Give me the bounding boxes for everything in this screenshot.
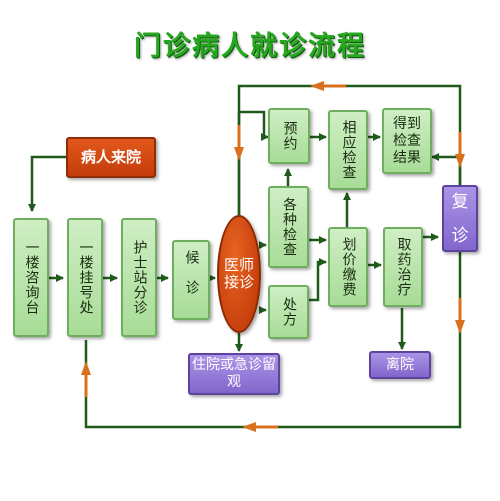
results-box: 得到检查结果 (382, 108, 432, 174)
loop-arrow-bottom-left (242, 422, 256, 432)
prescription-label: 处方 (281, 297, 297, 327)
connector-return-to-results (431, 153, 462, 185)
pricing-box: 划价缴费 (328, 227, 368, 307)
admit-box: 住院或急诊留观 (188, 353, 280, 395)
loop-arrow-top-down-right (455, 154, 465, 168)
medicine-box: 取药治疗 (383, 227, 423, 307)
info-desk-box: 一楼咨询台 (13, 218, 49, 337)
registration-label: 一楼挂号处 (77, 240, 94, 315)
exams-box: 各种检查 (268, 186, 309, 268)
appointment-box: 预约 (268, 108, 310, 164)
waiting-label: 候诊 (183, 250, 200, 310)
arrival-box: 病人来院 (66, 137, 156, 178)
doctor-oval: 医师接诊 (217, 215, 261, 333)
loop-arrow-top-down-left (234, 147, 244, 161)
doctor-label: 医师接诊 (223, 256, 254, 291)
exam-type-box: 相应检查 (328, 110, 368, 190)
nurse-triage-label: 护士站分诊 (131, 240, 148, 315)
prescription-box: 处方 (268, 285, 309, 339)
loop-arrow-bottom-down-right (455, 320, 465, 334)
nurse-triage-box: 护士站分诊 (121, 218, 157, 337)
results-label: 得到检查结果 (393, 115, 421, 166)
connector-arrival-to-desk (28, 155, 66, 212)
pricing-label: 划价缴费 (340, 237, 357, 297)
connector-prescription-to-pricing (309, 258, 327, 302)
admit-label: 住院或急诊留观 (192, 357, 276, 390)
exam-type-label: 相应检查 (340, 120, 357, 180)
leave-box: 离院 (369, 351, 431, 379)
return-visit-box: 复诊 (442, 185, 478, 252)
registration-box: 一楼挂号处 (67, 218, 103, 337)
page-title: 门诊病人就诊流程 (134, 31, 366, 62)
return-visit-label: 复诊 (451, 191, 469, 246)
arrival-label: 病人来院 (80, 148, 141, 166)
leave-label: 离院 (386, 356, 414, 373)
exams-label: 各种检查 (281, 197, 297, 257)
waiting-box: 候诊 (172, 240, 210, 320)
loop-arrow-bottom-up-left (81, 361, 91, 375)
loop-arrow-top-left (310, 81, 324, 91)
connector-doctor-to-appointment (237, 110, 269, 215)
info-desk-label: 一楼咨询台 (23, 240, 40, 315)
appointment-label: 预约 (281, 121, 298, 151)
medicine-label: 取药治疗 (395, 237, 412, 297)
